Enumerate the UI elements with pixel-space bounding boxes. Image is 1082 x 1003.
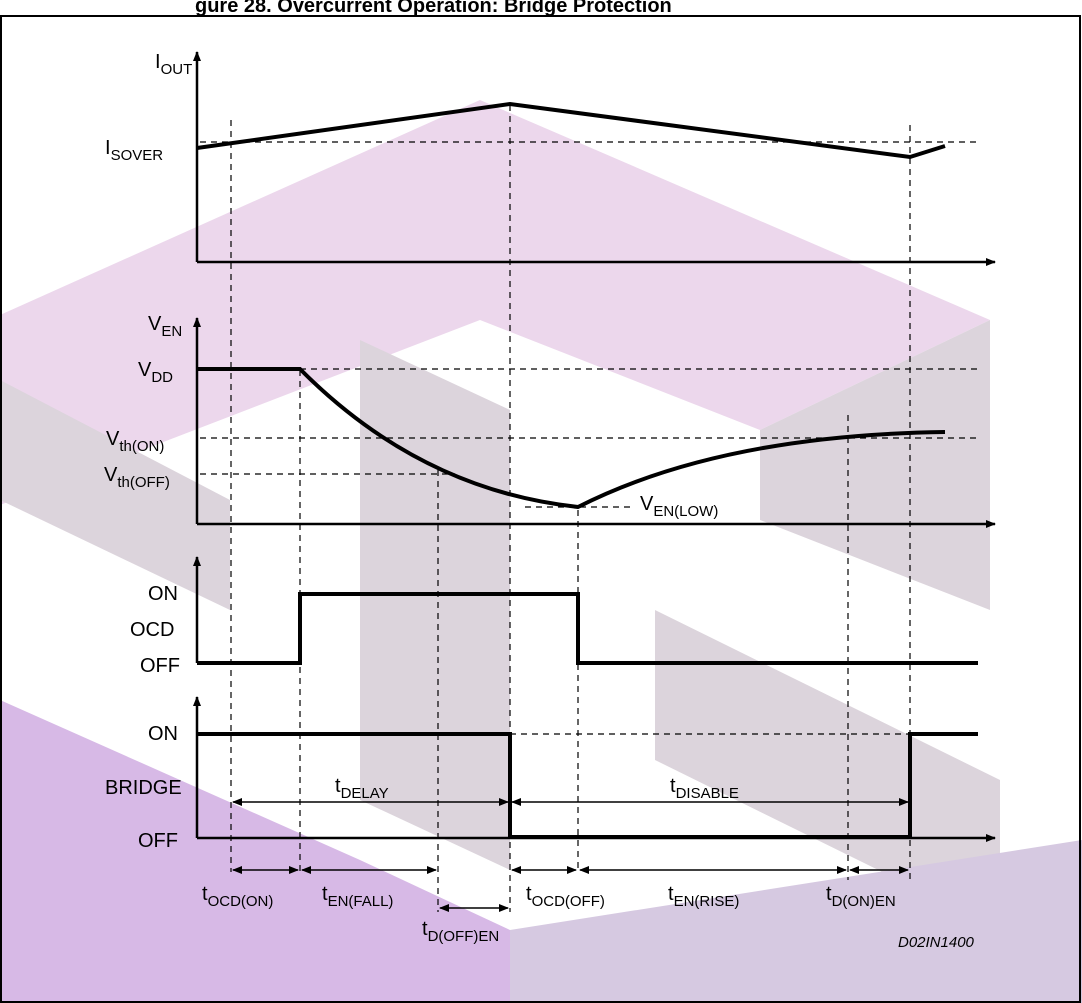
t-d-on-en-label: tD(ON)EN	[826, 883, 896, 910]
t-en-rise-label: tEN(RISE)	[668, 883, 739, 910]
t-d-off-en-label: tD(OFF)EN	[422, 918, 499, 945]
iout-waveform	[196, 101, 946, 160]
bridge-signal-label: BRIDGE	[105, 777, 182, 799]
bridge-waveform	[197, 732, 978, 839]
bridge-on-label: ON	[148, 723, 178, 745]
title-mask	[0, 0, 1082, 15]
ocd-panel: ON OCD OFF	[130, 556, 978, 677]
t-ocd-off-label: tOCD(OFF)	[526, 883, 605, 910]
ocd-waveform	[197, 592, 978, 665]
watermark-logo	[0, 100, 1082, 1003]
drawing-code: D02IN1400	[898, 934, 975, 951]
t-ocd-on-label: tOCD(ON)	[202, 883, 273, 910]
vth-on-label: Vth(ON)	[106, 428, 164, 455]
figure-title: gure 28. Overcurrent Operation: Bridge P…	[195, 0, 672, 17]
iout-axis-label: IOUT	[155, 51, 192, 78]
watermark-grey-lower	[655, 610, 1000, 930]
figure-frame	[0, 15, 1081, 1003]
iout-panel: IOUT ISOVER	[105, 51, 996, 266]
watermark-purple-bottom	[0, 700, 510, 1003]
watermark-pink-band	[0, 100, 990, 505]
level-markers	[200, 141, 978, 735]
short-intervals: tOCD(ON) tEN(FALL) tD(OFF)EN tOCD(OFF) t…	[202, 866, 909, 945]
bridge-panel: ON BRIDGE OFF	[105, 696, 996, 852]
ocd-off-label: OFF	[140, 655, 180, 677]
t-delay-label: tDELAY	[335, 775, 389, 802]
bridge-off-label: OFF	[138, 830, 178, 852]
ocd-signal-label: OCD	[130, 619, 174, 641]
vth-off-label: Vth(OFF)	[104, 464, 170, 491]
ven-panel: VEN VDD Vth(ON) Vth(OFF) VEN(LOW)	[104, 313, 996, 528]
vdd-label: VDD	[138, 359, 173, 386]
ven-low-label: VEN(LOW)	[640, 493, 718, 520]
i-sover-label: ISOVER	[105, 137, 163, 164]
t-disable-label: tDISABLE	[670, 775, 739, 802]
watermark-grey-left	[0, 380, 230, 610]
watermark-grey-right	[760, 320, 990, 610]
t-en-fall-label: tEN(FALL)	[322, 883, 393, 910]
ven-axis-label: VEN	[148, 313, 182, 340]
watermark-grey-column	[360, 340, 510, 870]
ven-waveform	[197, 367, 946, 510]
watermark-lavender-bottom	[510, 840, 1082, 1003]
long-intervals: tDELAY tDISABLE	[232, 775, 909, 806]
ocd-on-label: ON	[148, 583, 178, 605]
